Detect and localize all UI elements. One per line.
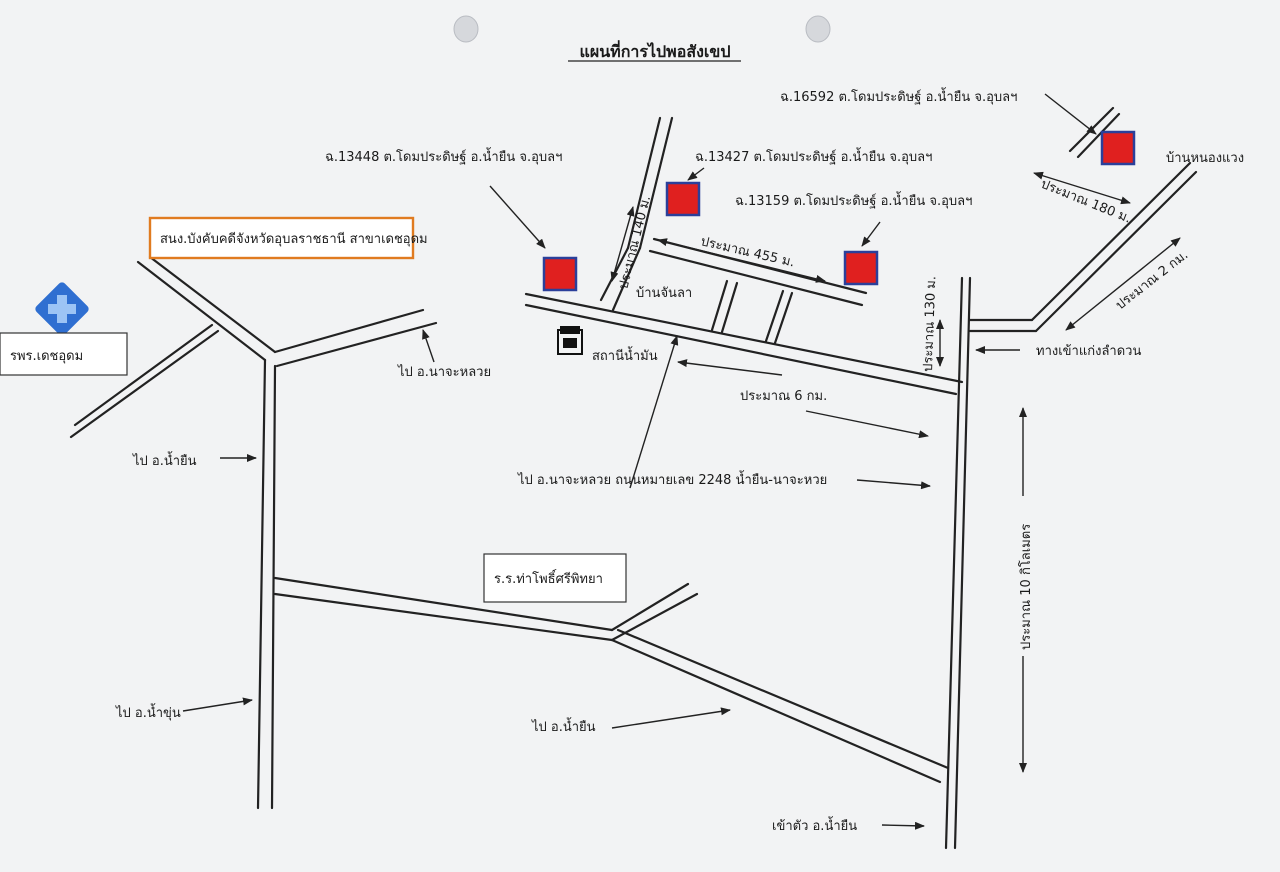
distance-140m-arrow	[610, 206, 635, 282]
plot-16592-label: ฉ.16592 ต.โดมประดิษฐ์ อ.น้ำยืน จ.อุบลฯ	[780, 87, 1017, 105]
ban-nongwaeng-label: บ้านหนองแวง	[1166, 151, 1244, 166]
plot-13159-label: ฉ.13159 ต.โดมประดิษฐ์ อ.น้ำยืน จ.อุบลฯ	[735, 191, 972, 209]
school-box	[483, 553, 627, 603]
road-2248-label: ไป อ.นาจะหลวย ถนนหมายเลข 2248 น้ำยืน-นาจ…	[517, 470, 827, 488]
to-nachaluai-label: ไป อ.นาจะหลวย	[397, 364, 491, 380]
to-namyuen-left-label: ไป อ.น้ำยืน	[132, 451, 197, 469]
roads	[69, 106, 1198, 850]
to-nachaluai-arrow	[422, 329, 435, 363]
gas-station-pointer	[629, 335, 679, 489]
to-namyuen-bottom-label: ไป อ.น้ำยืน	[531, 717, 596, 735]
hospital-box	[0, 332, 128, 376]
gas-station-icon	[557, 326, 583, 355]
ban-chanla-label: บ้านจันลา	[636, 286, 692, 301]
lam-duan-label: ทางเข้าแก่งลำดวน	[1036, 344, 1141, 359]
plot-13427-label: ฉ.13427 ต.โดมประดิษฐ์ อ.น้ำยืน จ.อุบลฯ	[695, 147, 932, 165]
distance-10km-label: ประมาณ 10 กิโลเมตร	[1018, 524, 1034, 650]
distance-6km-arrow-1	[677, 359, 783, 376]
into-namyuen-arrow	[881, 821, 925, 830]
school-label[interactable]: ร.ร.ท่าโพธิ์ศรีพิทยา	[494, 569, 603, 587]
road-2248-arrow	[856, 479, 931, 490]
plot-13448-label: ฉ.13448 ต.โดมประดิษฐ์ อ.น้ำยืน จ.อุบลฯ	[325, 147, 562, 165]
hospital-cross-icon	[35, 282, 89, 336]
plot-13159-marker[interactable]	[843, 250, 879, 286]
plot-16592-marker[interactable]	[1100, 130, 1136, 166]
distance-130m-label: ประมาณ 130 ม.	[921, 276, 939, 372]
distance-6km-label: ประมาณ 6 กม.	[740, 389, 827, 404]
court-label[interactable]: สนง.บังคับคดีจังหวัดอุบลราชธานี สาขาเดชอ…	[160, 231, 428, 247]
binder-holes	[453, 15, 831, 43]
to-namkhun-label: ไป อ.น้ำขุ่น	[115, 703, 181, 721]
plot-13427-marker[interactable]	[665, 181, 701, 217]
to-namyuen-bottom-arrow	[611, 707, 731, 729]
distance-6km-arrow-2	[805, 410, 929, 439]
court-box	[148, 216, 415, 260]
distance-455m-arrow	[657, 238, 826, 283]
into-namyuen-label: เข้าตัว อ.น้ำยืน	[772, 816, 857, 834]
plot-13448-pointer	[489, 185, 546, 249]
plot-13427-pointer	[687, 167, 705, 181]
map-title: แผนที่การไปพอสังเขป	[580, 40, 731, 61]
to-namkhun-arrow	[182, 697, 253, 712]
gas-station-label: สถานีน้ำมัน	[592, 346, 658, 364]
distance-180m-arrow	[1033, 171, 1131, 205]
hospital-label[interactable]: รพร.เดชอุดม	[10, 349, 83, 364]
distance-2km-arrow	[1065, 237, 1181, 331]
plot-16592-pointer	[1044, 93, 1097, 135]
plot-13448-marker[interactable]	[542, 256, 578, 292]
plot-13159-pointer	[861, 221, 881, 247]
